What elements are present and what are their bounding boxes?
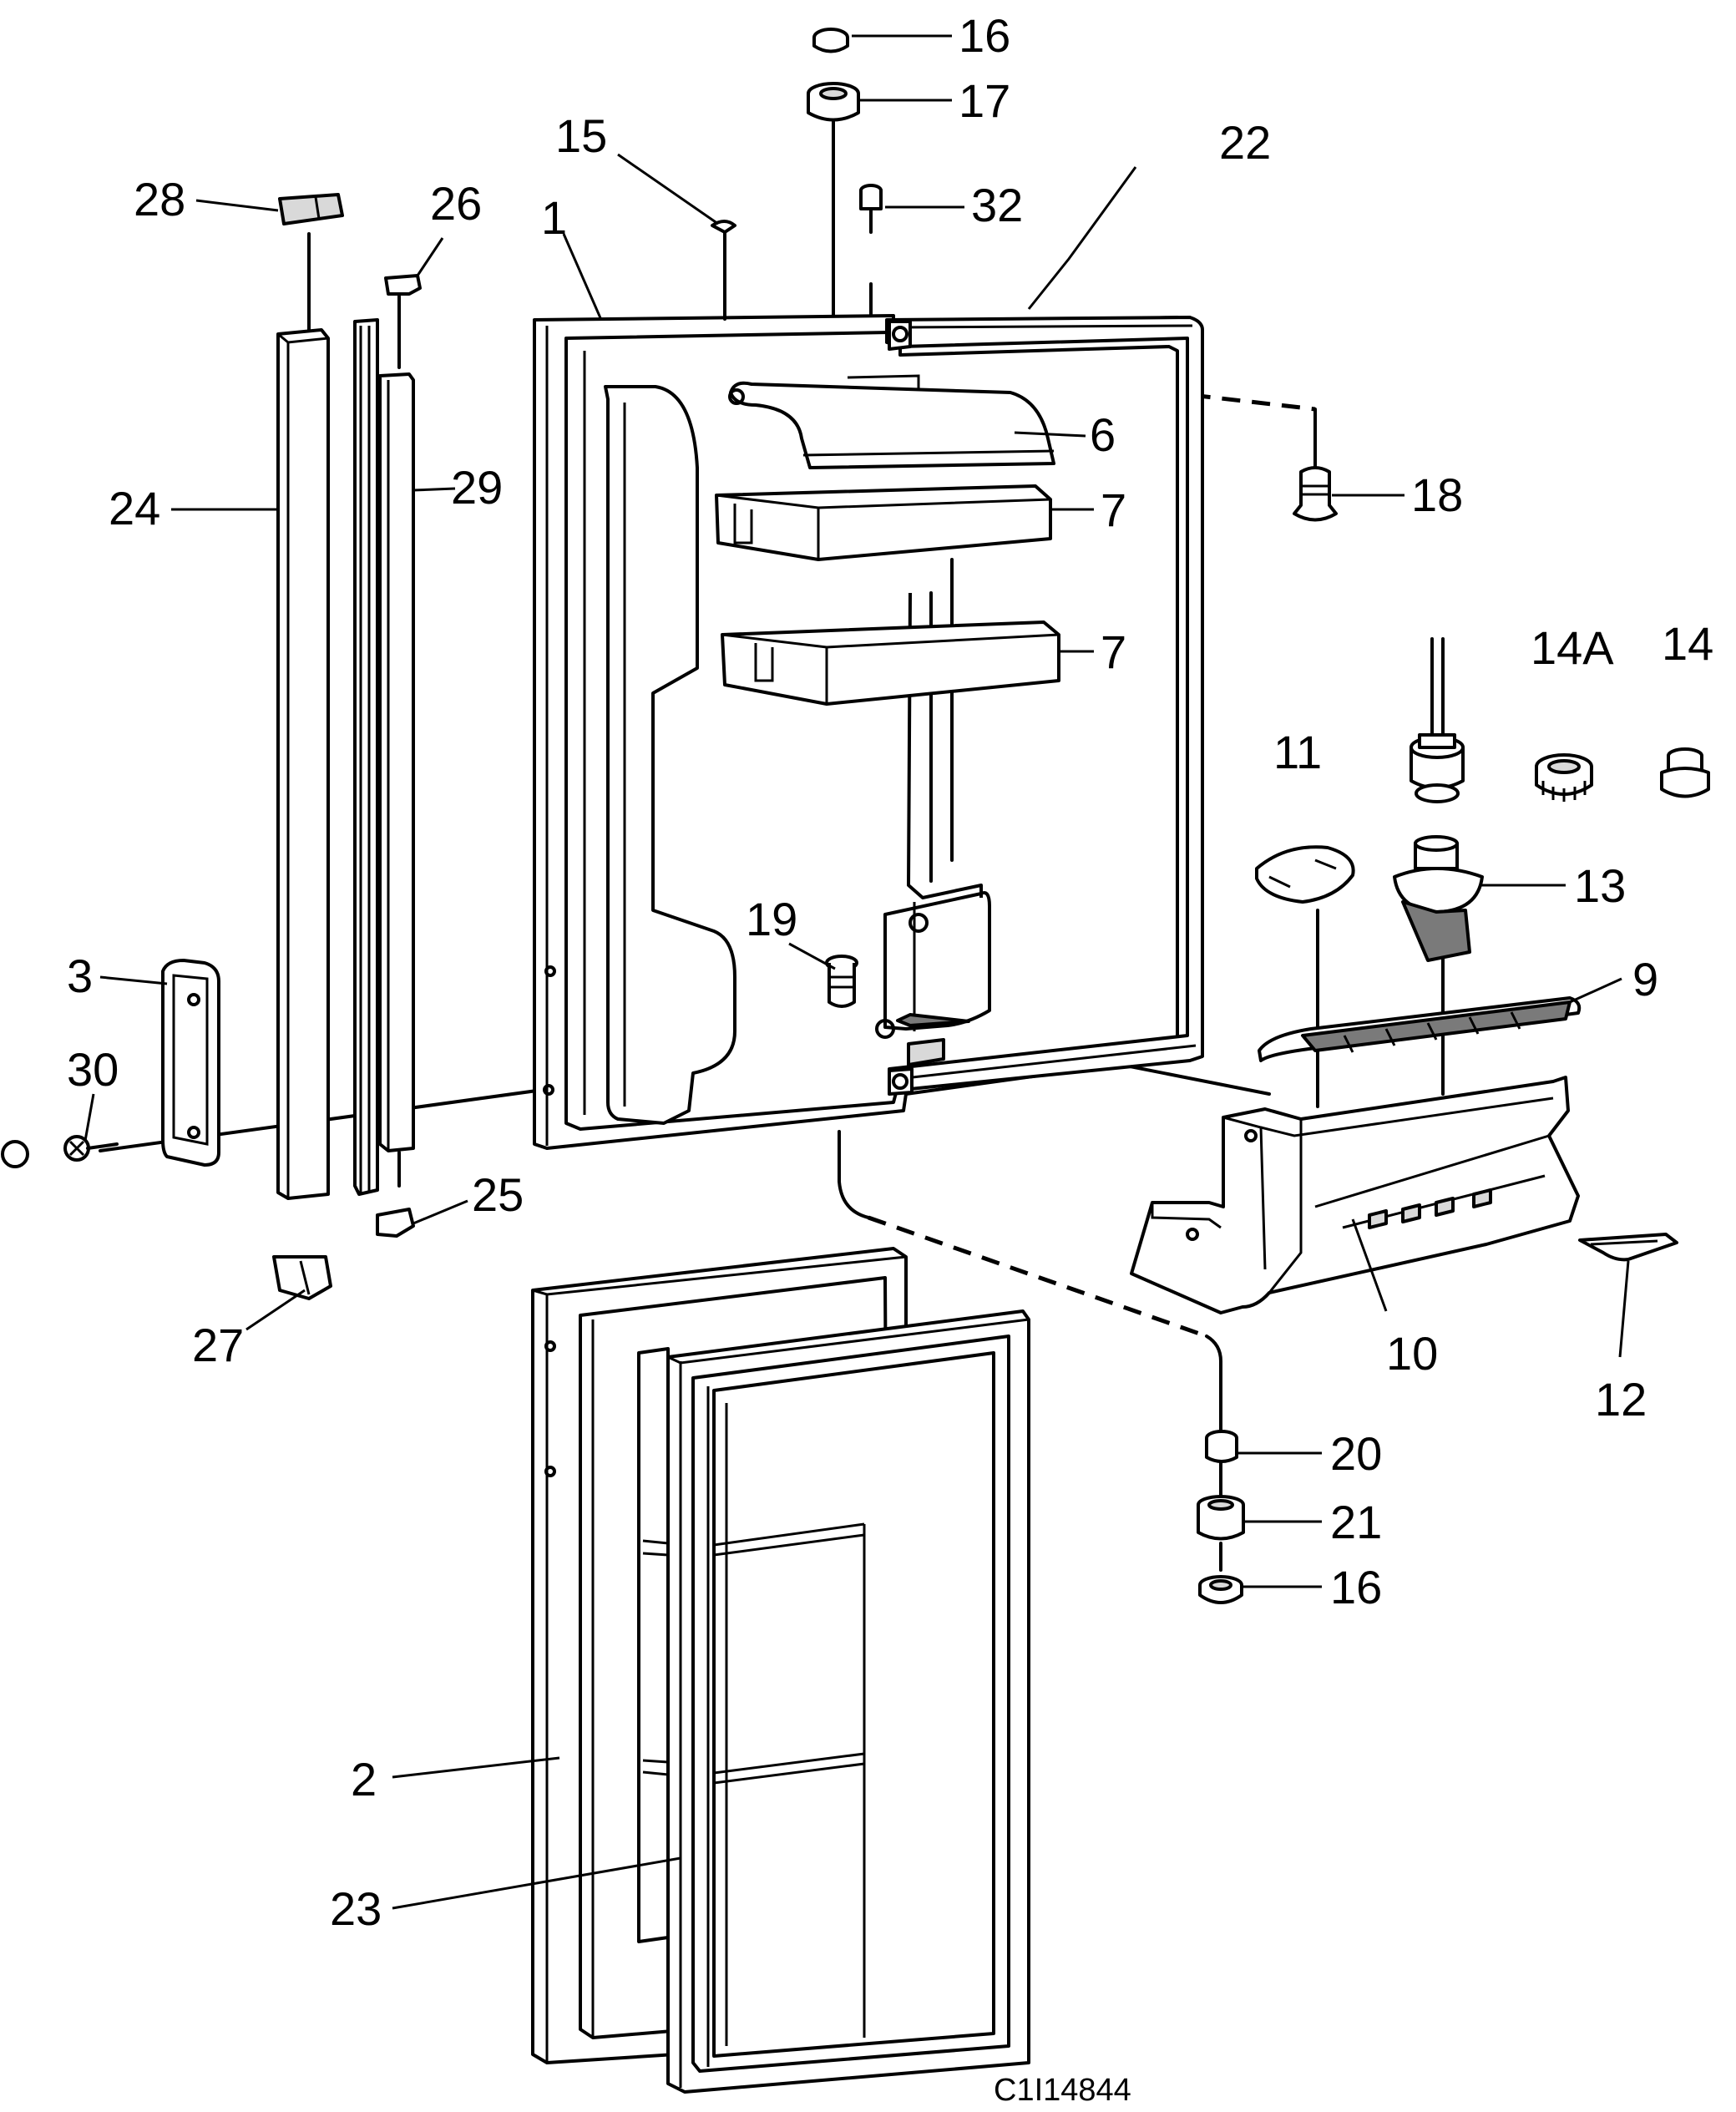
label-18: 18: [1411, 468, 1463, 521]
label-24: 24: [109, 482, 160, 534]
part-3-handle: [161, 959, 220, 1167]
label-14: 14: [1662, 617, 1713, 670]
label-27: 27: [192, 1319, 244, 1371]
label-32: 32: [971, 179, 1023, 231]
label-6: 6: [1090, 408, 1116, 461]
part-28-top-cap: [278, 193, 344, 225]
label-17: 17: [959, 74, 1010, 127]
part-24-side-trim: [276, 328, 330, 1200]
part-19-pin: [825, 913, 970, 1039]
part-11-cover-plate: [1255, 845, 1355, 904]
label-16-bottom: 16: [1330, 1561, 1382, 1613]
label-19: 19: [746, 893, 797, 945]
part-15-pin: [711, 220, 736, 321]
part-27-bottom-cap: [272, 1255, 332, 1300]
label-22: 22: [1219, 116, 1271, 169]
part-23-fridge-gasket: [666, 1309, 1030, 2094]
freezer-door-gasket: [885, 316, 1204, 1096]
label-14A: 14A: [1531, 621, 1614, 674]
part-29-seal-strip: [353, 318, 415, 1196]
part-30-screw: [1, 1135, 119, 1168]
label-21: 21: [1330, 1496, 1382, 1548]
part-21-sleeve: [1197, 1495, 1245, 1541]
part-7-door-shelf-upper: [715, 484, 1052, 561]
leader-lines: [84, 34, 1630, 1910]
figure-code: C1I14844: [994, 2073, 1131, 2108]
part-16-bushing-bottom: [1198, 1575, 1243, 1604]
label-9: 9: [1632, 953, 1658, 1005]
part-16-bushing-top: [812, 28, 849, 53]
label-12: 12: [1595, 1373, 1647, 1426]
part-labels: 16 17 15 22 28 26 32 1 6 24 29 18 7 7 14…: [67, 9, 1713, 2108]
part-26-seal-cap: [384, 274, 422, 296]
label-1: 1: [541, 191, 567, 244]
part-7-door-shelf-lower: [721, 620, 1060, 706]
part-25-seal-end: [376, 1208, 415, 1238]
label-29: 29: [451, 461, 503, 514]
part-6-shelf-flap: [728, 374, 1055, 469]
part-14A-knob-ring: [1535, 753, 1593, 802]
label-11: 11: [1273, 726, 1322, 778]
part-12-clip: [1578, 1233, 1678, 1262]
label-7b: 7: [1101, 625, 1126, 678]
part-18-hinge-pin: [1293, 466, 1338, 522]
label-16-top: 16: [959, 9, 1010, 62]
part-9-light-cover: [1258, 996, 1582, 1062]
part-20-bushing: [1205, 1430, 1238, 1463]
label-13: 13: [1574, 859, 1626, 912]
label-23: 23: [330, 1882, 382, 1935]
label-26: 26: [430, 177, 482, 230]
label-10: 10: [1386, 1327, 1438, 1380]
label-2: 2: [351, 1753, 377, 1806]
part-17-sleeve: [807, 82, 860, 122]
label-7a: 7: [1101, 484, 1126, 536]
part-10-control-housing: [1130, 1076, 1580, 1314]
label-30: 30: [67, 1043, 119, 1096]
part-14-knob: [1660, 747, 1710, 798]
label-3: 3: [67, 950, 93, 1002]
label-15: 15: [555, 109, 607, 162]
part-13-thermostat-assembly: [1393, 637, 1484, 962]
label-20: 20: [1330, 1427, 1382, 1480]
label-25: 25: [472, 1168, 524, 1221]
label-28: 28: [134, 173, 185, 225]
part-32-screw: [859, 184, 883, 317]
